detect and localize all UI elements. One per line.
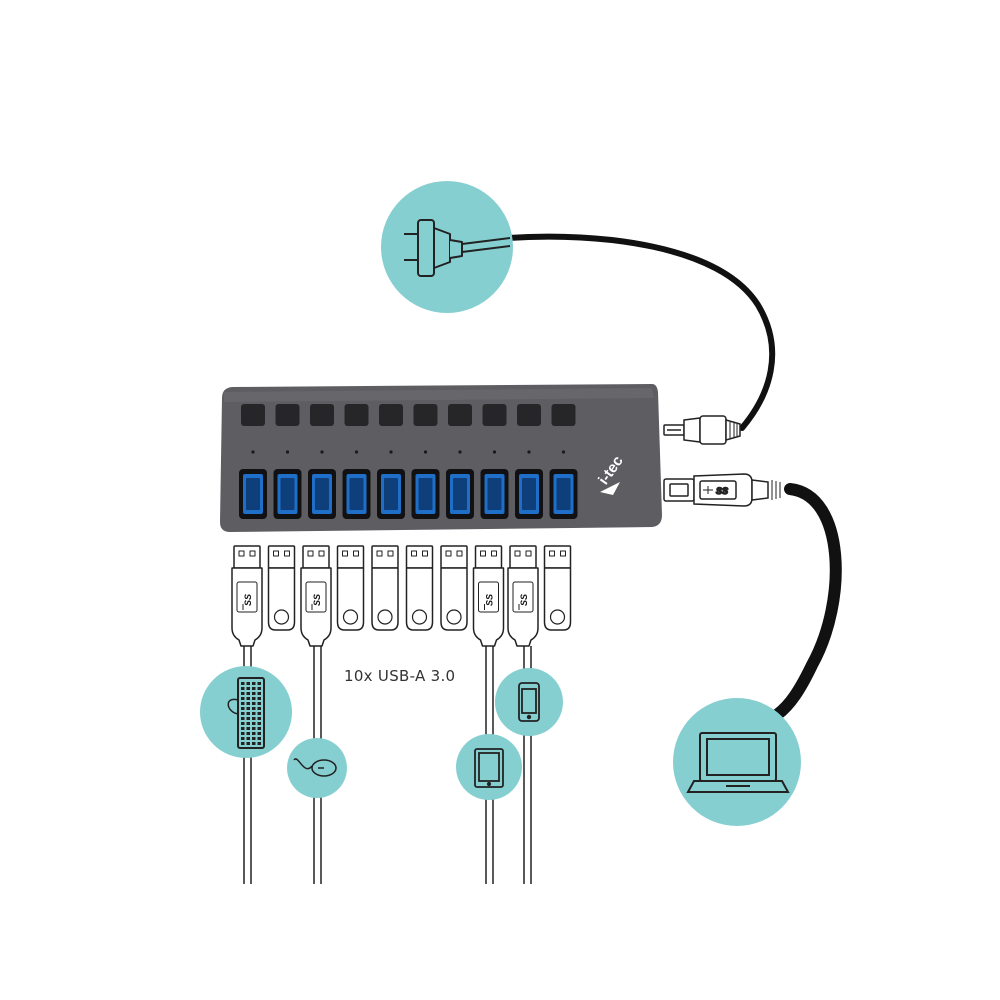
usb-a-ports — [239, 469, 578, 519]
laptop-icon — [686, 732, 790, 793]
port-led-1 — [251, 450, 255, 454]
port-power-button-9 — [517, 404, 541, 426]
port-power-button-1 — [241, 404, 265, 426]
port-power-button-7 — [448, 404, 472, 426]
smartphone-device — [495, 668, 563, 736]
power-plug-device — [381, 181, 513, 313]
usb-b-upstream-connector: SS — [663, 473, 781, 507]
port-led-10 — [561, 450, 566, 454]
tablet-icon — [474, 748, 504, 788]
usb-a-port-7 — [446, 469, 474, 519]
port-power-button-5 — [379, 404, 403, 426]
port-led-2 — [285, 450, 290, 454]
usb-a-cable-plug-1: SS — [231, 545, 263, 647]
usb-flash-drive-7 — [440, 545, 468, 631]
tablet-device — [456, 734, 522, 800]
ss-usb-logo-text: SS — [716, 486, 728, 496]
power-plug-icon — [404, 219, 511, 277]
usb-a-port-8 — [480, 469, 509, 519]
port-power-button-4 — [344, 404, 369, 426]
port-power-button-6 — [413, 404, 438, 426]
usb-a-cable-plug-9: SS — [507, 545, 539, 647]
port-led-3 — [320, 450, 324, 454]
usb-a-port-5 — [377, 469, 405, 519]
usb-a-cable-plug-8: SS — [472, 545, 505, 647]
usb-hub: i-tec — [220, 384, 662, 532]
ports-label: 10x USB-A 3.0 — [344, 667, 455, 685]
port-status-leds — [251, 450, 566, 454]
mouse-icon — [293, 758, 337, 777]
ss-logo-plug-8: SS — [485, 594, 495, 606]
port-power-buttons — [241, 404, 576, 426]
usb-flash-drive-4 — [336, 545, 365, 631]
ss-logo-plug-3: SS — [312, 594, 322, 606]
laptop-usb-cable — [772, 483, 842, 720]
usb-flash-drive-5 — [371, 545, 399, 631]
usb-a-port-3 — [308, 469, 336, 519]
ss-logo-plug-1: SS — [243, 594, 253, 606]
mouse-device — [287, 738, 347, 798]
usb-flash-drive-2 — [267, 545, 296, 631]
port-led-9 — [527, 450, 531, 454]
port-power-button-2 — [275, 404, 300, 426]
itec-logo-mark — [600, 482, 620, 495]
keyboard-icon — [227, 677, 265, 749]
usb-plugs-row: SS SS SS SS — [231, 545, 572, 647]
port-power-button-3 — [310, 404, 334, 426]
keyboard-device — [200, 666, 292, 758]
dc-power-connector — [663, 415, 741, 445]
laptop-device — [673, 698, 801, 826]
usb-a-port-6 — [411, 469, 440, 519]
usb-flash-drive-10 — [543, 545, 572, 631]
port-power-button-10 — [551, 404, 576, 426]
port-led-4 — [354, 450, 359, 454]
port-led-7 — [458, 450, 462, 454]
usb-a-port-2 — [273, 469, 302, 519]
usb-a-port-9 — [515, 469, 543, 519]
ss-logo-plug-9: SS — [519, 594, 529, 606]
port-power-button-8 — [482, 404, 507, 426]
port-led-5 — [389, 450, 393, 454]
usb-a-cable-plug-3: SS — [300, 545, 332, 647]
usb-flash-drive-6 — [405, 545, 434, 631]
power-cable — [505, 233, 776, 431]
port-led-8 — [492, 450, 497, 454]
smartphone-icon — [518, 682, 540, 722]
port-led-6 — [423, 450, 428, 454]
usb-a-port-1 — [239, 469, 267, 519]
usb-a-port-10 — [549, 469, 578, 519]
usb-a-port-4 — [342, 469, 371, 519]
